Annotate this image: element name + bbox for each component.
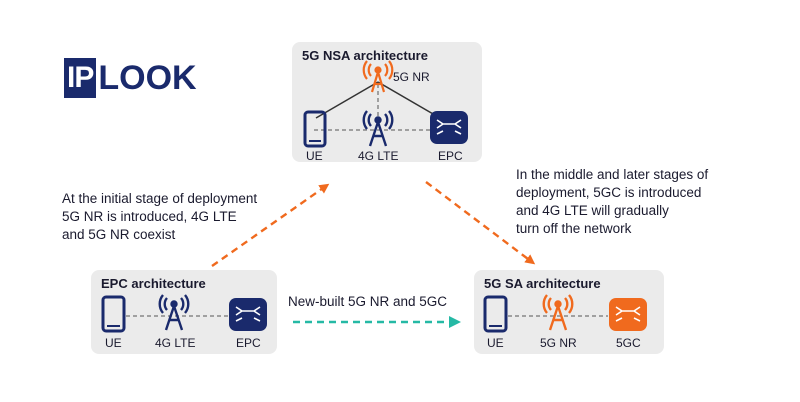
epc-lte-label: 4G LTE: [155, 336, 196, 350]
epc-title: EPC architecture: [101, 276, 206, 291]
nsa-epc-core-icon: [430, 111, 468, 144]
note-initial-line: At the initial stage of deployment: [62, 191, 258, 206]
note-initial-stage: At the initial stage of deployment 5G NR…: [62, 190, 257, 244]
nsa-lte-label: 4G LTE: [358, 149, 399, 163]
nsa-title: 5G NSA architecture: [302, 48, 428, 63]
logo-ip-mark: IP: [64, 58, 97, 98]
note-initial-line: and 5G NR coexist: [62, 227, 176, 242]
nsa-links: [314, 81, 450, 131]
nsa-epc-label: EPC: [438, 149, 463, 163]
note-later-stage: In the middle and later stages of deploy…: [516, 166, 708, 238]
epc-core-icon: [229, 298, 267, 331]
sa-title: 5G SA architecture: [484, 276, 601, 291]
note-new-built: New-built 5G NR and 5GC: [288, 294, 448, 309]
epc-4g-lte-tower-icon: [158, 294, 190, 331]
nsa-nr-label: 5G NR: [393, 70, 430, 84]
epc-epc-label: EPC: [236, 336, 261, 350]
logo-text: LOOK: [98, 58, 197, 97]
nsa-ue-phone-icon: [303, 110, 327, 148]
arrow-nsa-to-sa: [425, 181, 536, 265]
iplook-logo: IP LOOK: [64, 58, 197, 98]
note-later-line: In the middle and later stages of: [516, 167, 709, 182]
epc-ue-label: UE: [105, 336, 122, 350]
sa-5g-nr-tower-icon: [542, 294, 574, 331]
note-later-line: deployment, 5GC is introduced: [516, 185, 702, 200]
sa-ue-phone-icon: [483, 295, 508, 333]
note-later-line: turn off the network: [516, 221, 632, 236]
sa-nr-label: 5G NR: [540, 336, 577, 350]
sa-5gc-label: 5GC: [616, 336, 641, 350]
sa-ue-label: UE: [487, 336, 504, 350]
note-later-line: and 4G LTE will gradually: [516, 203, 669, 218]
sa-5gc-core-icon: [609, 298, 647, 331]
nsa-4g-lte-tower-icon: [362, 110, 394, 147]
nsa-5g-nr-tower-icon: [362, 60, 394, 93]
note-initial-line: 5G NR is introduced, 4G LTE: [62, 209, 237, 224]
epc-ue-phone-icon: [101, 295, 126, 333]
nsa-ue-label: UE: [306, 149, 323, 163]
